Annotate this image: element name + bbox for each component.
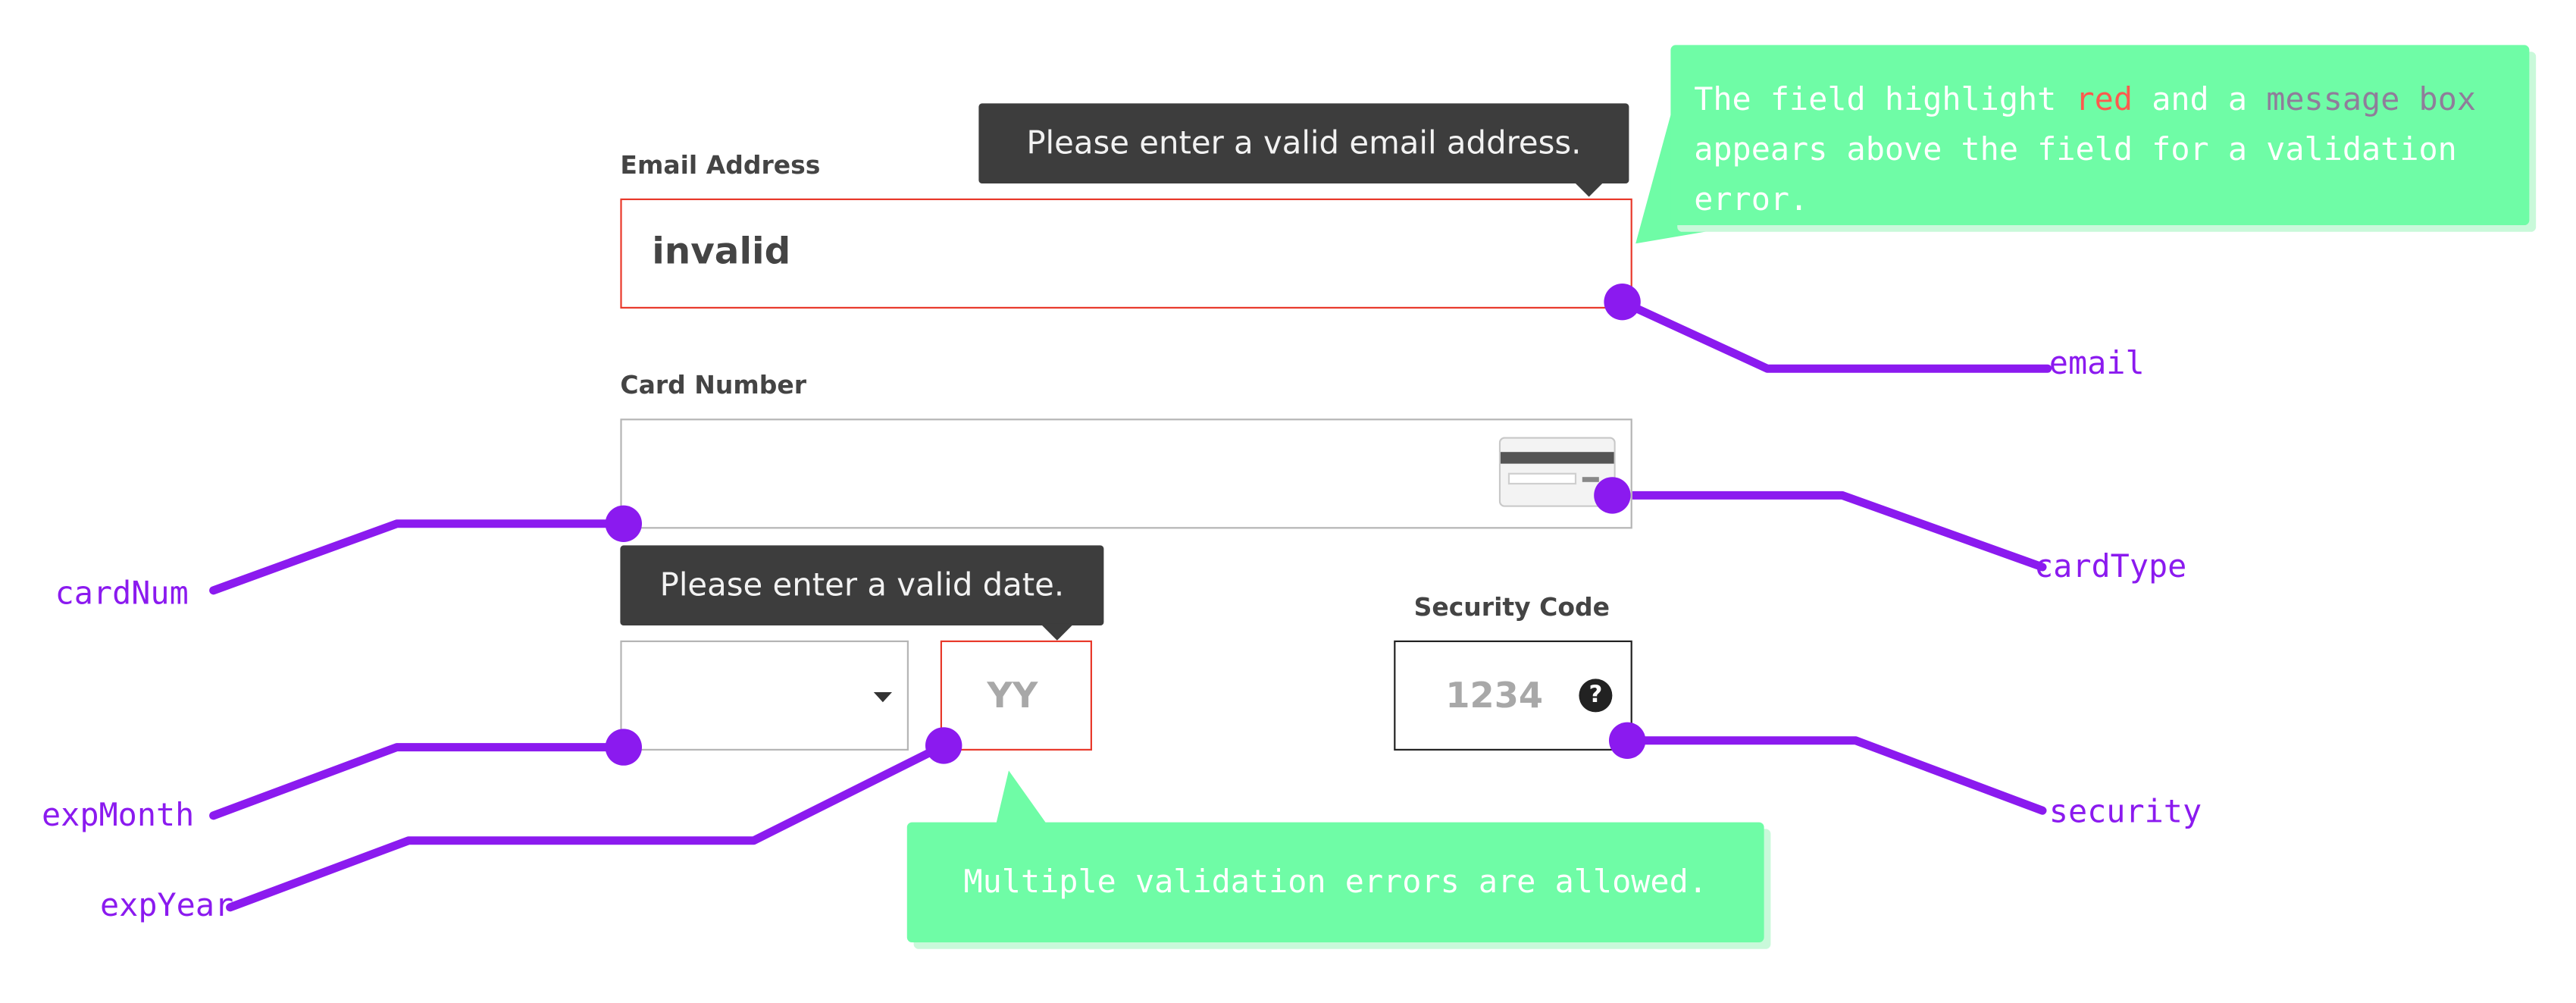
validation-note-top-text: The field highlight red and a message bo… — [1694, 75, 2511, 225]
email-label: Email Address — [620, 150, 821, 180]
help-icon[interactable]: ? — [1579, 679, 1613, 713]
callout-line-email — [1618, 297, 2052, 373]
note-message-word: message box — [2266, 81, 2477, 119]
callout-label-email: email — [2049, 345, 2145, 382]
chevron-down-icon — [873, 692, 892, 703]
callout-label-security: security — [2049, 794, 2202, 831]
card-type-icon — [1498, 437, 1616, 507]
exp-year-placeholder: YY — [987, 675, 1038, 716]
help-icon-glyph: ? — [1588, 682, 1603, 709]
callout-label-expyear: expYear — [100, 887, 234, 924]
callout-line-expmonth — [209, 743, 628, 820]
callout-dot-email — [1604, 284, 1641, 321]
note-text-part2: and a — [2133, 81, 2267, 119]
email-error-text: Please enter a valid email address. — [1026, 125, 1582, 162]
date-tooltip-arrow — [1040, 623, 1074, 641]
exp-year-input[interactable]: YY — [940, 640, 1092, 751]
callout-dot-expyear — [925, 727, 962, 764]
card-number-label: Card Number — [620, 370, 807, 400]
security-code-label: Security Code — [1413, 592, 1610, 622]
callout-line-cardnum — [209, 519, 628, 595]
callout-dot-expmonth — [605, 729, 642, 766]
date-error-text: Please enter a valid date. — [659, 567, 1065, 604]
callout-line-cardtype — [1607, 491, 2047, 572]
security-code-placeholder: 1234 — [1445, 675, 1543, 716]
email-input[interactable]: invalid — [620, 198, 1632, 309]
callout-label-cardtype: cardType — [2034, 548, 2187, 586]
security-code-input[interactable]: 1234 ? — [1394, 640, 1632, 751]
callout-line-security — [1623, 736, 2047, 815]
bottom-note-pointer — [994, 770, 1054, 834]
callout-label-expmonth: expMonth — [42, 797, 195, 834]
callout-dot-security — [1609, 722, 1646, 759]
callout-label-cardnum: cardNum — [55, 575, 189, 613]
callout-dot-cardnum — [605, 505, 642, 542]
card-number-input[interactable] — [620, 418, 1632, 529]
note-text-part3: appears above the field for a validation… — [1694, 131, 2457, 219]
email-error-tooltip: Please enter a valid email address. — [978, 103, 1629, 183]
validation-note-top: The field highlight red and a message bo… — [1670, 45, 2530, 226]
validation-note-bottom: Multiple validation errors are allowed. — [906, 822, 1764, 942]
exp-month-select[interactable] — [620, 640, 909, 751]
note-red-word: red — [2075, 81, 2133, 119]
email-tooltip-arrow — [1572, 180, 1606, 197]
validation-note-bottom-text: Multiple validation errors are allowed. — [963, 864, 1707, 901]
note-text-part1: The field highlight — [1694, 81, 2076, 119]
email-input-value: invalid — [652, 231, 791, 274]
callout-dot-cardtype — [1594, 477, 1631, 514]
date-error-tooltip: Please enter a valid date. — [620, 545, 1104, 625]
callout-line-expyear — [226, 741, 948, 912]
